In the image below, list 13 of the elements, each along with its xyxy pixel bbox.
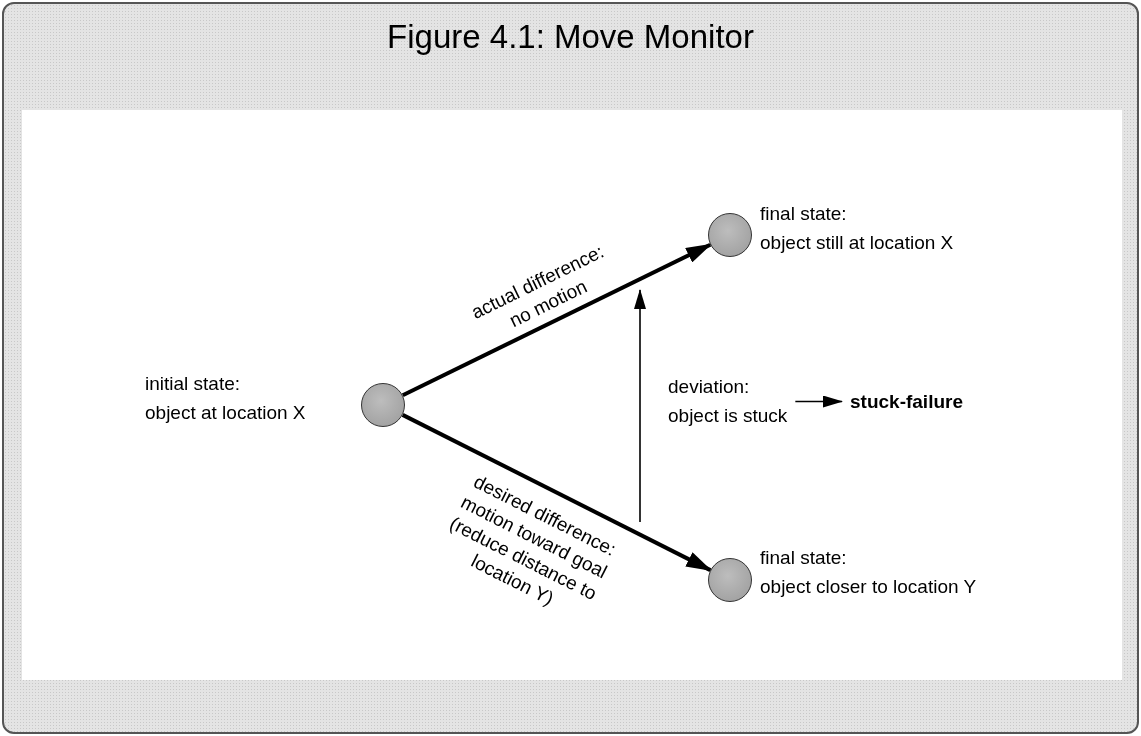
node-text: stuck-failure xyxy=(850,387,963,416)
state-description: object still at location X xyxy=(760,231,954,255)
state-description: final state: xyxy=(760,546,847,570)
state-description: object at location X xyxy=(145,401,306,425)
node-text: deviation: xyxy=(668,375,751,399)
state-description: initial state: xyxy=(145,372,241,396)
arrow xyxy=(794,395,843,408)
arrow xyxy=(401,413,713,572)
node-text: object is stuck xyxy=(668,404,788,428)
arrow xyxy=(401,242,713,398)
figure-title: Figure 4.1: Move Monitor xyxy=(386,18,755,56)
state-description: final state: xyxy=(760,202,847,226)
state-description: object closer to location Y xyxy=(760,575,977,599)
